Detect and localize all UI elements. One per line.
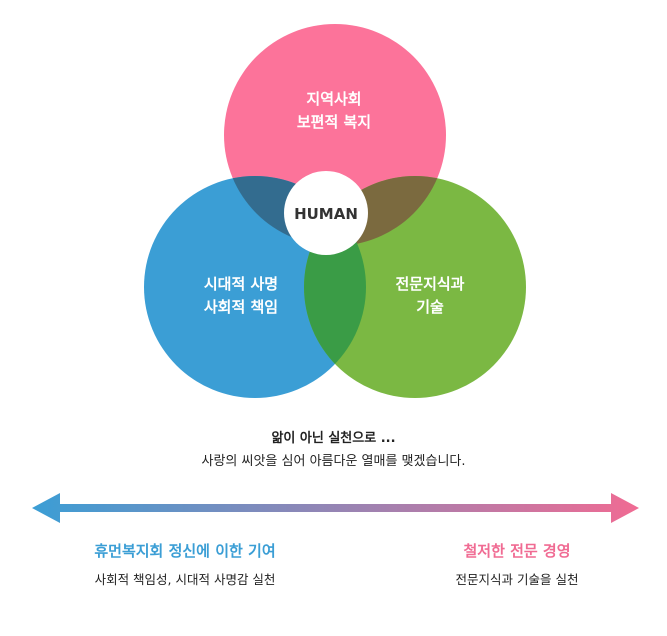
right-circle-line-1: 전문지식과 (395, 275, 464, 293)
arrow-shape (32, 493, 639, 523)
center-label-human: HUMAN (294, 205, 358, 223)
center-human-circle (284, 171, 368, 255)
left-circle-line-2: 사회적 책임 (204, 298, 278, 316)
caption-subtitle: 사랑의 씨앗을 심어 아름다운 열매를 맺겠습니다. (201, 454, 466, 469)
venn-diagram: HUMAN 지역사회 보편적 복지 시대적 사명 사회적 책임 전문지식과 기술 (144, 24, 526, 398)
left-pole-subtitle: 사회적 책임성, 시대적 사명감 실천 (94, 572, 276, 587)
top-circle-line-2: 보편적 복지 (297, 113, 371, 131)
left-pole-title: 휴먼복지회 정신에 이한 기여 (94, 542, 276, 560)
right-pole: 철저한 전문 경영 전문지식과 기술을 실천 (407, 540, 627, 588)
double-arrow-axis (32, 493, 639, 523)
right-circle-line-2: 기술 (416, 298, 444, 316)
left-pole: 휴먼복지회 정신에 이한 기여 사회적 책임성, 시대적 사명감 실천 (40, 540, 330, 588)
top-circle-line-1: 지역사회 (306, 90, 361, 108)
right-pole-subtitle: 전문지식과 기술을 실천 (455, 572, 579, 587)
left-circle-line-1: 시대적 사명 (204, 275, 278, 293)
caption-title: 앎이 아닌 실천으로 ... (271, 431, 396, 446)
right-pole-title: 철저한 전문 경영 (463, 542, 571, 560)
